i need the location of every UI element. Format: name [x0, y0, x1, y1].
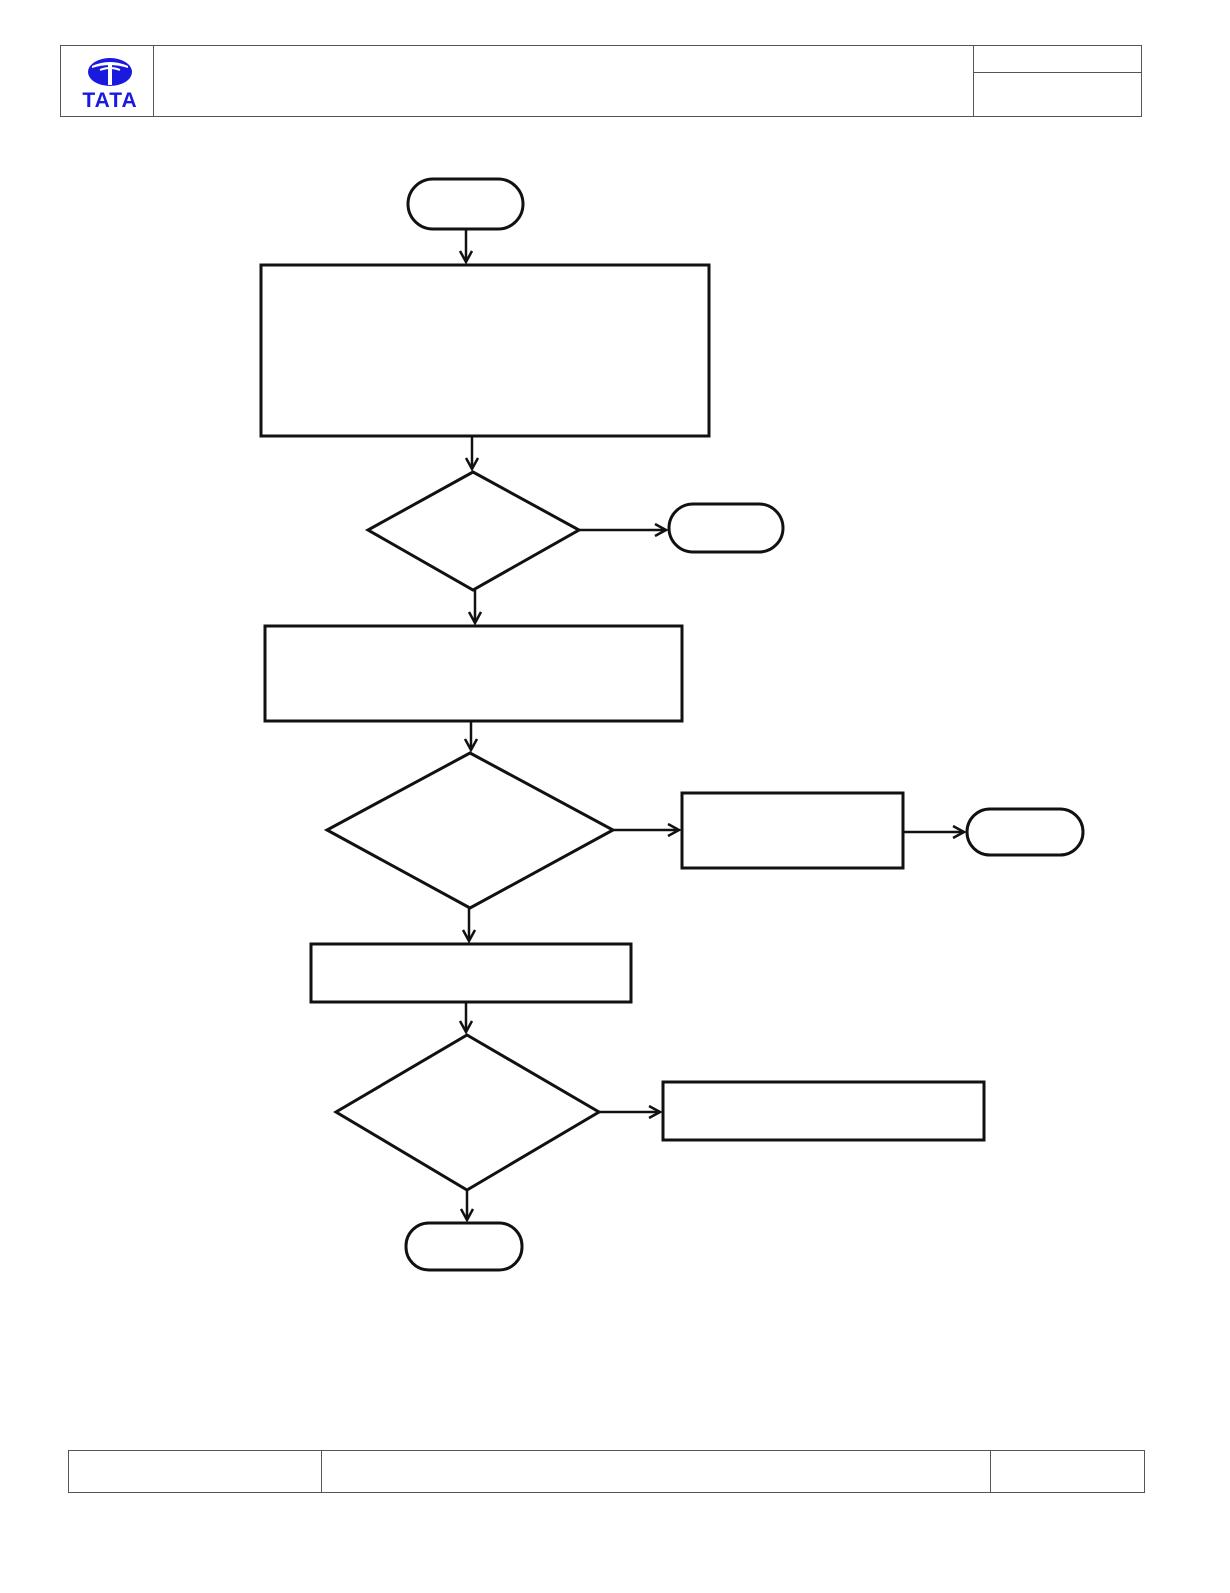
tata-emblem-icon	[88, 58, 132, 86]
end-terminator-2	[965, 807, 1085, 857]
process-box-4	[309, 942, 633, 1004]
header-logo-cell: TATA	[61, 46, 154, 116]
process-box-1	[259, 263, 711, 438]
header-right-top-cell	[974, 46, 1141, 73]
logo-wordmark: TATA	[82, 89, 137, 110]
decision-diamond-2	[323, 751, 617, 910]
document-header: TATA	[60, 45, 1142, 117]
process-box-2	[263, 624, 684, 723]
footer-middle-cell	[322, 1451, 991, 1492]
tata-logo: TATA	[82, 58, 137, 110]
document-footer	[68, 1450, 1145, 1493]
end-terminator-1	[667, 502, 785, 554]
footer-left-cell	[69, 1451, 322, 1492]
decision-diamond-3	[333, 1033, 602, 1192]
footer-right-cell	[991, 1451, 1144, 1492]
end-terminator-3	[404, 1221, 524, 1272]
process-box-5	[661, 1080, 986, 1142]
decision-diamond-1	[364, 470, 583, 592]
start-terminator	[406, 177, 525, 231]
header-title-cell	[153, 46, 974, 116]
process-box-3	[680, 791, 905, 870]
